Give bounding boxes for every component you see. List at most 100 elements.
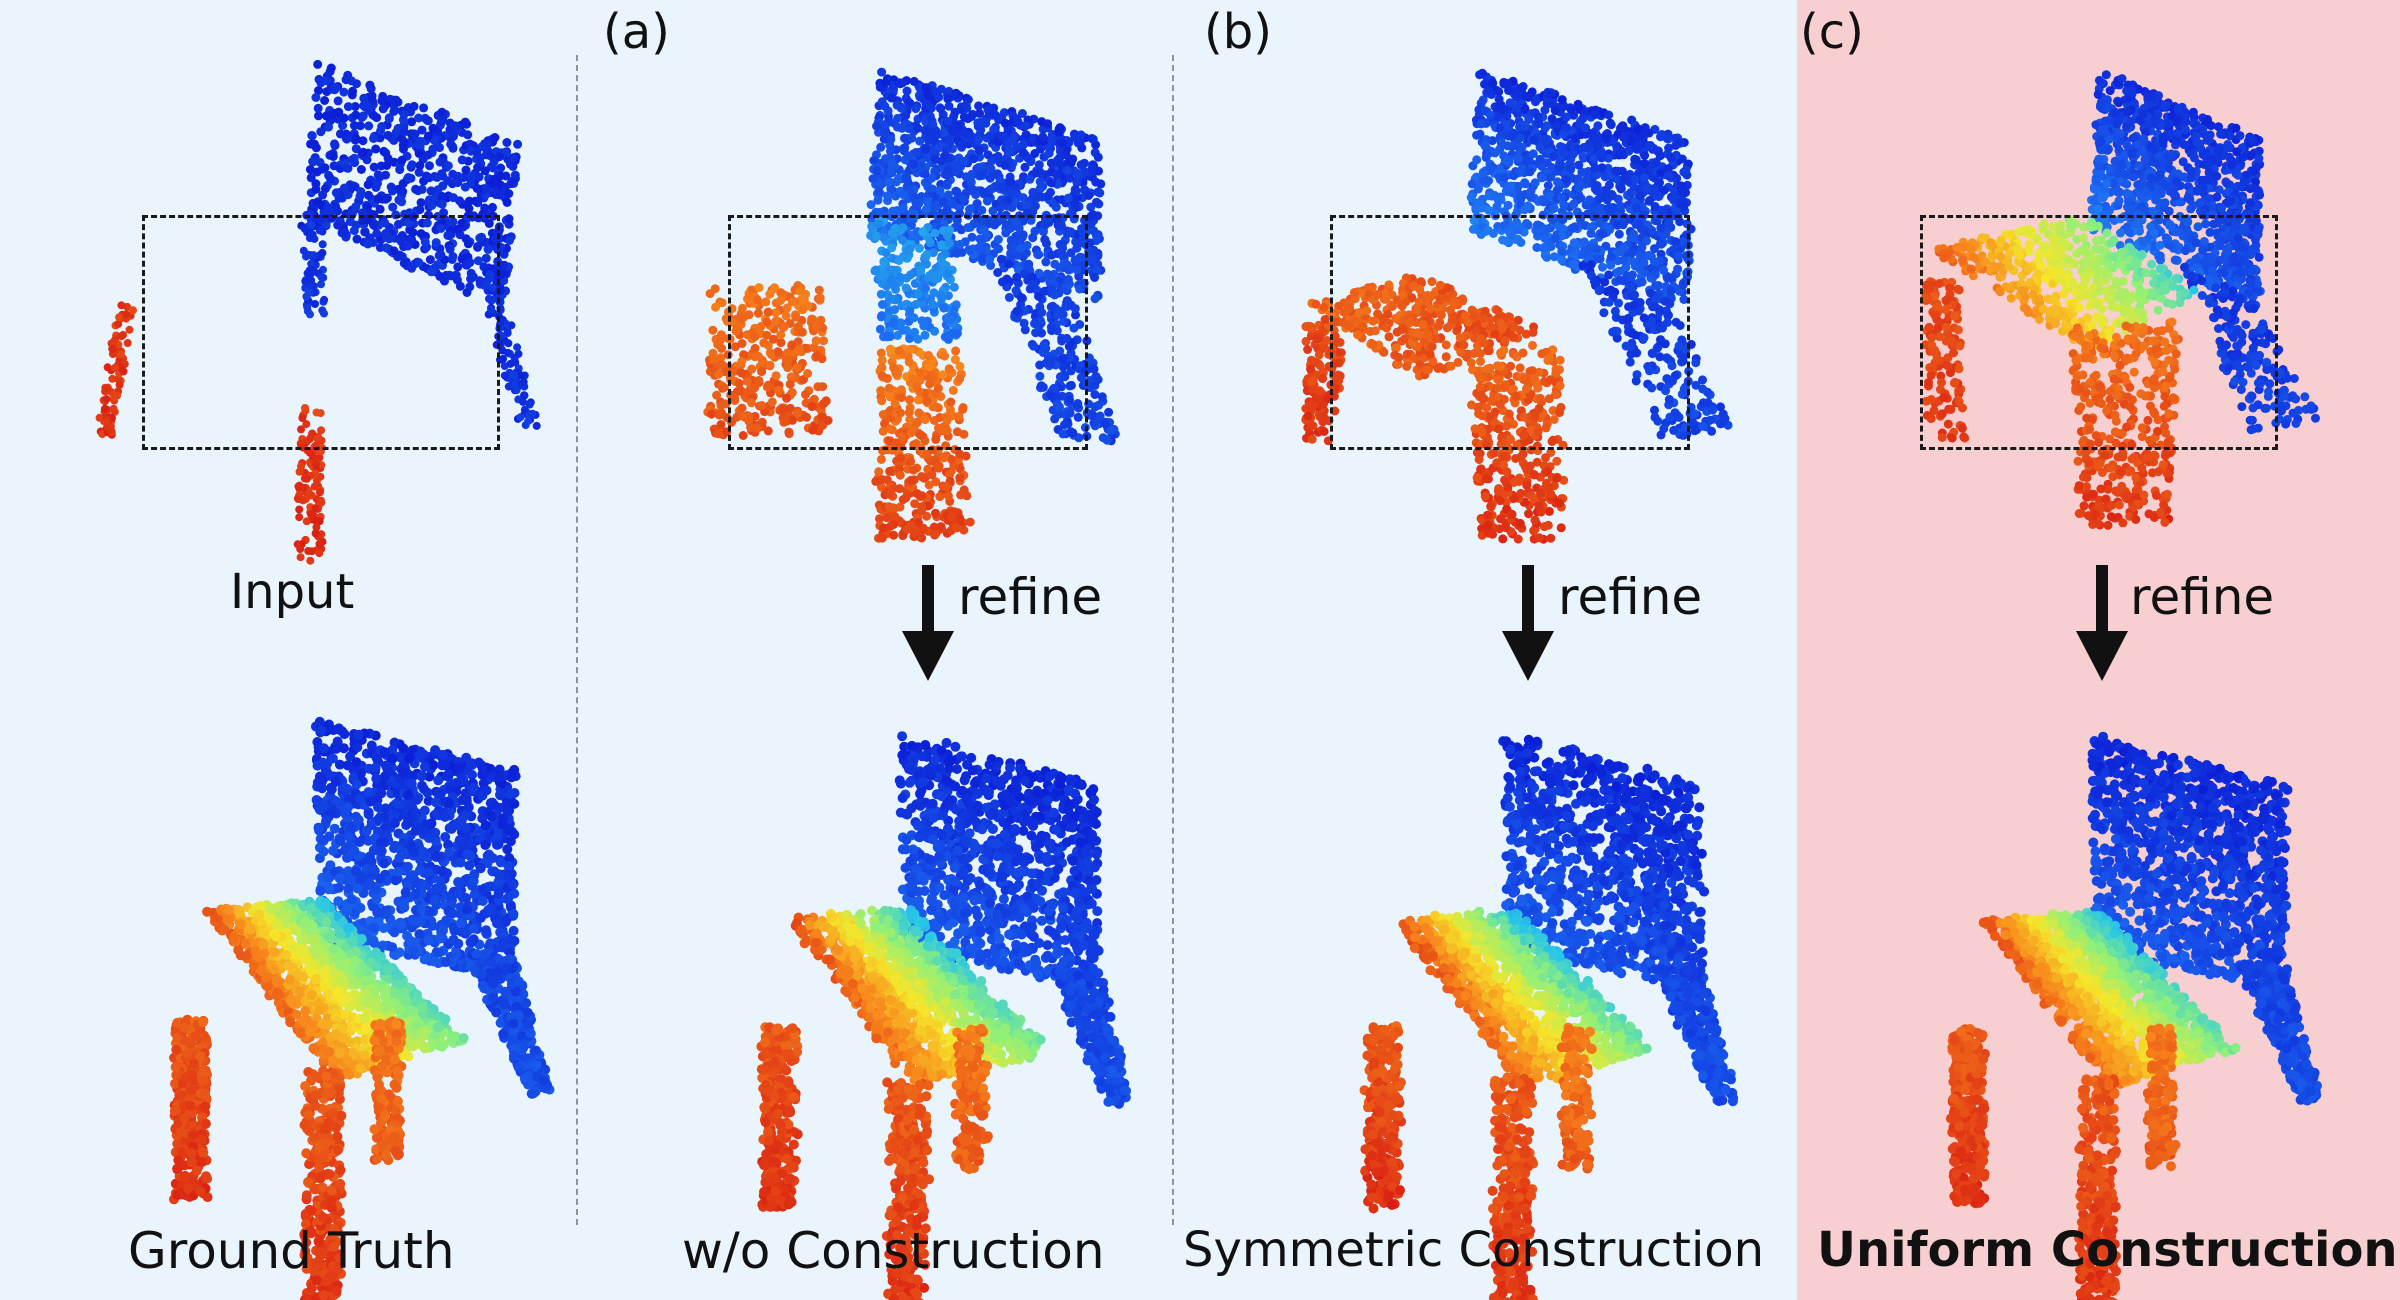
- point: [961, 100, 971, 110]
- point: [100, 404, 109, 413]
- point: [528, 409, 537, 418]
- point: [1525, 167, 1535, 177]
- point: [388, 186, 397, 196]
- point: [457, 155, 467, 165]
- point: [882, 475, 892, 485]
- point: [316, 127, 326, 137]
- point: [1021, 130, 1031, 140]
- point: [343, 102, 353, 112]
- point: [1523, 92, 1533, 102]
- point: [295, 513, 304, 522]
- point: [1579, 143, 1589, 152]
- point: [999, 131, 1009, 141]
- point: [398, 187, 408, 197]
- point: [1062, 165, 1072, 175]
- point: [1095, 411, 1105, 421]
- point: [428, 123, 438, 133]
- point: [494, 152, 504, 162]
- point: [1550, 106, 1560, 115]
- point: [893, 113, 903, 123]
- point: [1516, 194, 1526, 204]
- point: [1102, 435, 1112, 445]
- point: [500, 371, 509, 380]
- point: [333, 96, 343, 106]
- point: [1090, 294, 1100, 304]
- point: [1595, 151, 1605, 161]
- point: [330, 82, 340, 92]
- point: [302, 517, 311, 526]
- point: [314, 111, 323, 121]
- point: [1013, 116, 1023, 126]
- point: [407, 117, 417, 127]
- point: [330, 139, 339, 149]
- point: [708, 355, 718, 364]
- point: [326, 63, 336, 73]
- point: [977, 205, 987, 215]
- point: [1012, 142, 1022, 151]
- point: [936, 104, 946, 114]
- point: [935, 185, 945, 195]
- point: [998, 183, 1008, 192]
- point: [129, 306, 137, 315]
- point: [1615, 201, 1625, 211]
- point: [349, 121, 359, 130]
- point: [481, 139, 491, 149]
- point: [502, 197, 512, 207]
- point: [935, 492, 945, 502]
- point: [1561, 174, 1571, 184]
- point: [460, 182, 470, 192]
- point: [1590, 163, 1600, 173]
- point: [1472, 155, 1482, 165]
- point: [1485, 110, 1495, 120]
- point: [1690, 426, 1700, 436]
- point: [1593, 121, 1603, 131]
- point: [426, 186, 436, 196]
- point: [1084, 191, 1094, 200]
- point: [1090, 373, 1100, 382]
- point: [317, 496, 325, 505]
- point: [1055, 159, 1065, 169]
- point: [437, 191, 447, 201]
- point: [123, 339, 132, 347]
- point: [1043, 119, 1053, 129]
- point: [923, 90, 933, 100]
- point: [343, 190, 353, 200]
- point: [342, 163, 352, 173]
- point: [505, 235, 514, 245]
- point: [711, 302, 721, 312]
- point: [341, 75, 351, 85]
- point: [1630, 175, 1640, 185]
- point: [884, 177, 894, 187]
- point: [714, 410, 724, 420]
- point: [909, 465, 918, 475]
- point: [381, 194, 391, 204]
- point: [331, 188, 341, 198]
- point: [117, 332, 126, 341]
- point: [1063, 193, 1073, 203]
- point: [984, 108, 994, 118]
- point: [973, 135, 983, 145]
- point: [437, 115, 447, 125]
- point: [328, 152, 338, 161]
- point: [320, 163, 330, 173]
- point: [901, 111, 911, 121]
- point: [955, 473, 965, 483]
- point: [874, 467, 884, 477]
- point: [414, 149, 424, 158]
- point: [488, 202, 497, 212]
- point: [885, 466, 895, 476]
- point: [427, 200, 437, 210]
- point: [961, 451, 971, 461]
- point: [1089, 226, 1099, 236]
- point: [1568, 149, 1578, 159]
- point: [1547, 114, 1557, 124]
- point: [1611, 166, 1620, 176]
- point: [930, 203, 940, 213]
- point: [1585, 195, 1594, 205]
- point: [1672, 173, 1682, 183]
- point: [1467, 179, 1477, 189]
- point: [351, 144, 361, 154]
- point: [934, 461, 944, 471]
- point: [1540, 136, 1550, 146]
- point: [111, 363, 119, 372]
